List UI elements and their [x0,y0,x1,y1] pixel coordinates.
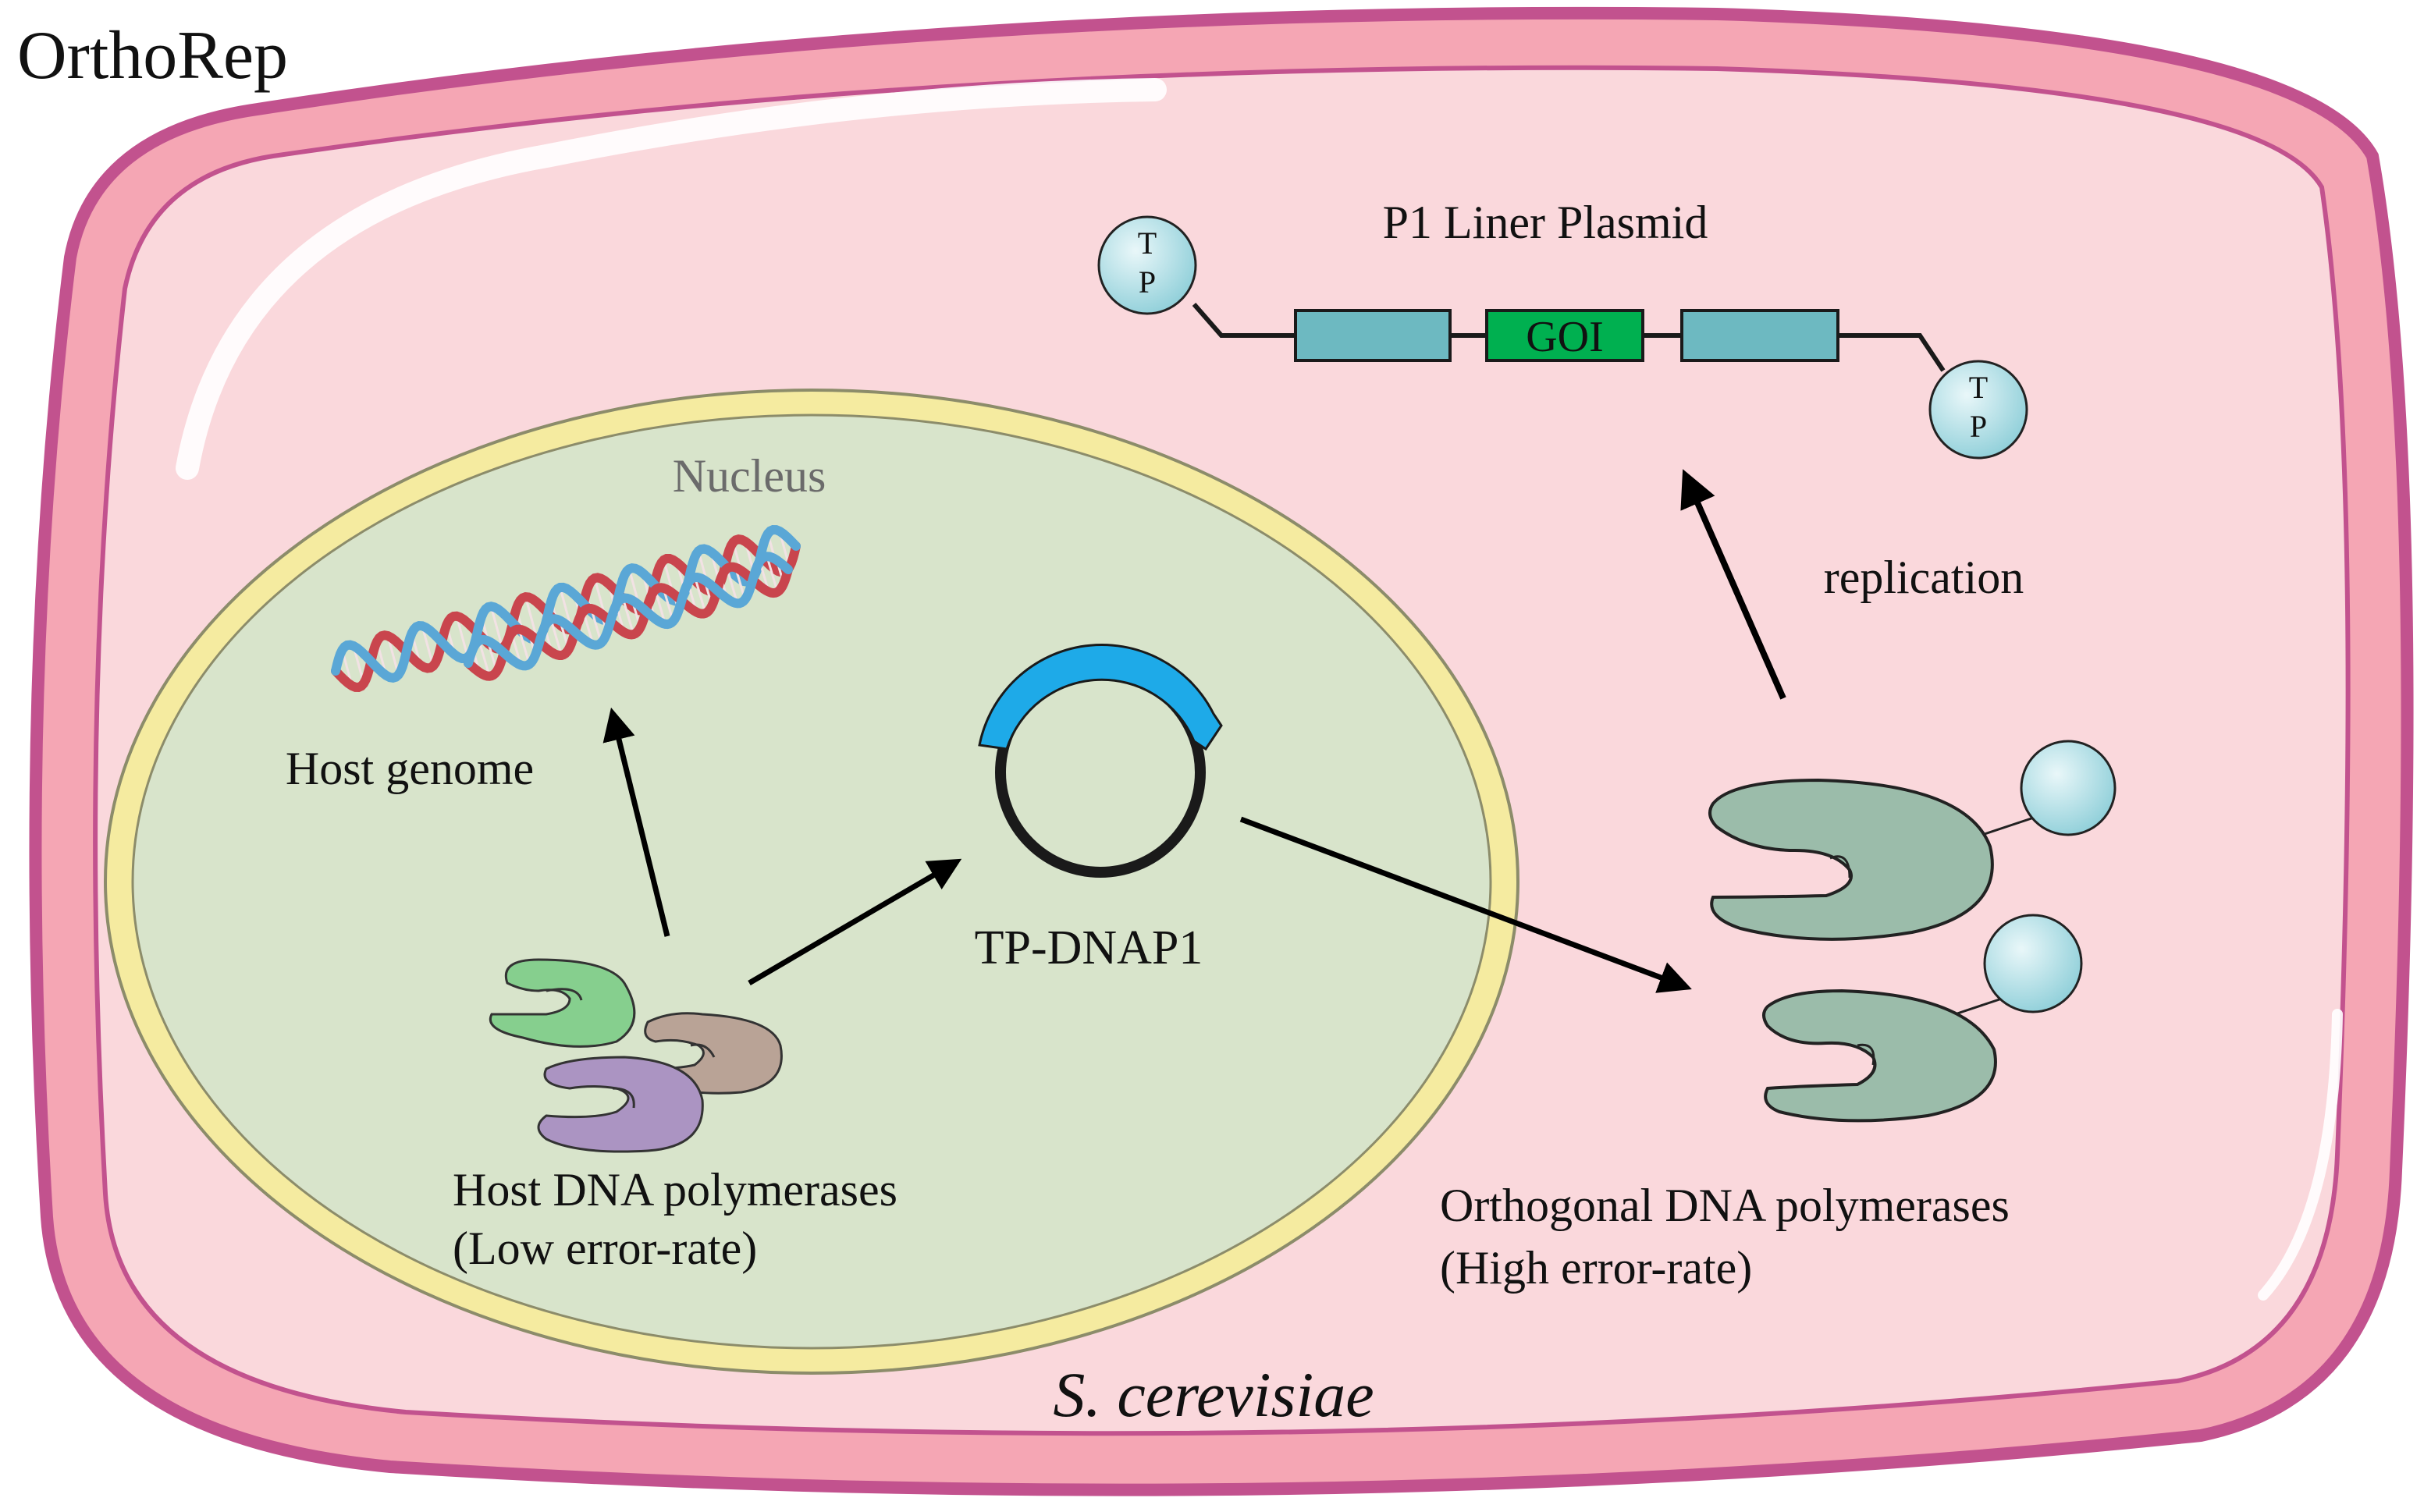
host-polymerases-label-line1: Host DNA polymerases [453,1164,897,1216]
orthogonal-polymerases-label-line2: (High error-rate) [1440,1242,1752,1294]
p1-linear-plasmid [1097,215,2028,460]
dna-base-pair [694,577,707,614]
dna-base-pair [654,589,666,625]
host-polymerase-green [489,958,636,1048]
dna-strand [464,552,793,671]
dna-base-pair [421,625,435,667]
goi-block [1485,309,1644,362]
tp-dnap1-label: TP-DNAP1 [975,921,1203,974]
host-polymerase-purple [537,1056,704,1153]
dna-base-pair [455,616,469,658]
dna-base-pair [489,605,504,649]
dna-base-pair [726,568,739,604]
dna-base-pair [590,608,602,644]
p1-gene-block-right [1680,309,1839,362]
diagram-title: OrthoRep [17,18,288,94]
dna-base-pair [524,596,538,640]
terminal-protein-sphere-icon [2020,740,2117,836]
nucleus-label: Nucleus [673,450,826,502]
arrow-to-tp-dnap1 [748,858,962,986]
cell-wall-highlight-right [2258,1009,2343,1301]
dna-base-pair [766,555,779,593]
dna-strand [464,562,793,681]
tp-left-letter-p: P [1139,264,1156,300]
dna-base-pair [621,598,635,635]
organism-label: S. cerevisiae [1053,1359,1374,1430]
host-genome-dna-helix-icon [331,524,801,693]
tp-left-letter-t: T [1138,225,1157,261]
host-genome-label: Host genome [286,743,534,794]
host-polymerases-label-line2: (Low error-rate) [453,1223,757,1274]
replication-label: replication [1824,552,2024,603]
tp-right-letter-t: T [1969,370,1988,405]
tp-dnap1-gene-arc [978,644,1223,751]
dna-strand [331,524,801,683]
dna-base-pair [517,629,531,665]
p1-plasmid-label: P1 Liner Plasmid [1383,197,1708,248]
orthogonal-polymerases-label-line1: Orthogonal DNA polymerases [1440,1180,2010,1231]
arrow-replication [1680,469,1786,700]
nucleus [104,389,1519,1375]
terminal-protein-sphere-icon [1983,914,2083,1013]
cell-wall-highlight [176,78,1167,480]
orthogonal-polymerase-2 [1762,914,2083,1123]
tp-right-letter-p: P [1970,409,1987,444]
orthogonal-polymerase-1 [1708,740,2117,941]
terminal-protein-right-icon [1928,360,2028,460]
dna-base-pair [386,635,400,676]
terminal-protein-left-icon [1097,215,1197,315]
arrows [602,469,1786,993]
dna-base-pair [549,619,563,656]
goi-label: GOI [1526,313,1604,361]
arrow-to-orthogonal-polymerases [1239,816,1692,993]
arrow-to-host-genome [602,707,670,937]
tp-dnap1-plasmid-icon [978,644,1223,878]
p1-gene-block-left [1294,309,1452,362]
dna-base-pair [478,640,491,677]
